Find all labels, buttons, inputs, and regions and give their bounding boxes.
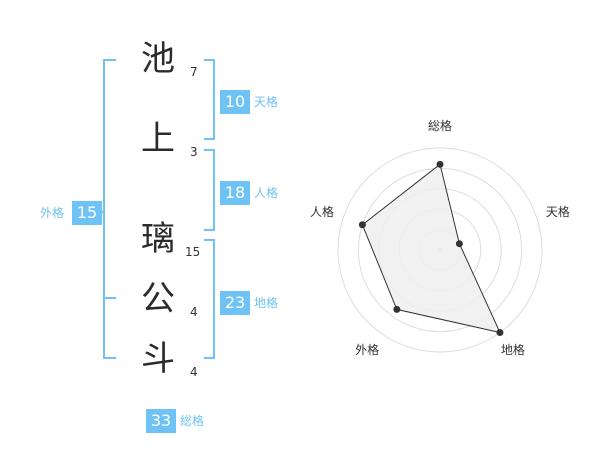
radar-label-jinkaku: 人格	[310, 204, 335, 219]
radar-label-gaikaku: 外格	[355, 343, 380, 358]
tenkaku-label: 天格	[254, 95, 279, 109]
gaikaku-value: 15	[72, 201, 102, 225]
radar-point-4	[393, 305, 401, 313]
radar-ring-1	[337, 147, 543, 353]
tenkaku-value: 10	[220, 90, 250, 114]
name-char-2: 上	[141, 119, 175, 159]
stroke-count-2: 3	[190, 145, 198, 159]
jinkaku-label: 人格	[254, 186, 279, 200]
chikaku-label: 地格	[254, 296, 279, 310]
gaikaku-bracket	[103, 59, 116, 359]
radar-polygon	[361, 163, 501, 334]
gaikaku-label: 外格	[40, 206, 65, 220]
radar-point-5	[358, 221, 366, 229]
radar-point-1	[436, 160, 444, 168]
name-char-1: 池	[141, 39, 175, 79]
stroke-count-3: 15	[185, 245, 201, 259]
stroke-count-1: 7	[190, 65, 198, 79]
name-char-4: 公	[141, 279, 175, 319]
soukaku-label: 総格	[180, 414, 205, 428]
jinkaku-value: 18	[220, 181, 250, 205]
radar-point-3	[496, 329, 504, 337]
chikaku-value: 23	[220, 291, 250, 315]
stroke-count-5: 4	[190, 365, 198, 379]
name-char-5: 斗	[141, 339, 175, 379]
radar-point-2	[455, 240, 463, 248]
radar-label-chikaku: 地格	[500, 343, 525, 358]
soukaku-value: 33	[146, 409, 176, 433]
radar-label-soukaku: 総格	[427, 119, 453, 133]
radar-label-tenkaku: 天格	[545, 204, 570, 219]
jinkaku-bracket	[204, 149, 215, 231]
tenkaku-bracket	[204, 59, 215, 140]
stroke-count-4: 4	[190, 305, 198, 319]
name-char-3: 璃	[141, 219, 175, 259]
chikaku-bracket	[204, 239, 215, 359]
